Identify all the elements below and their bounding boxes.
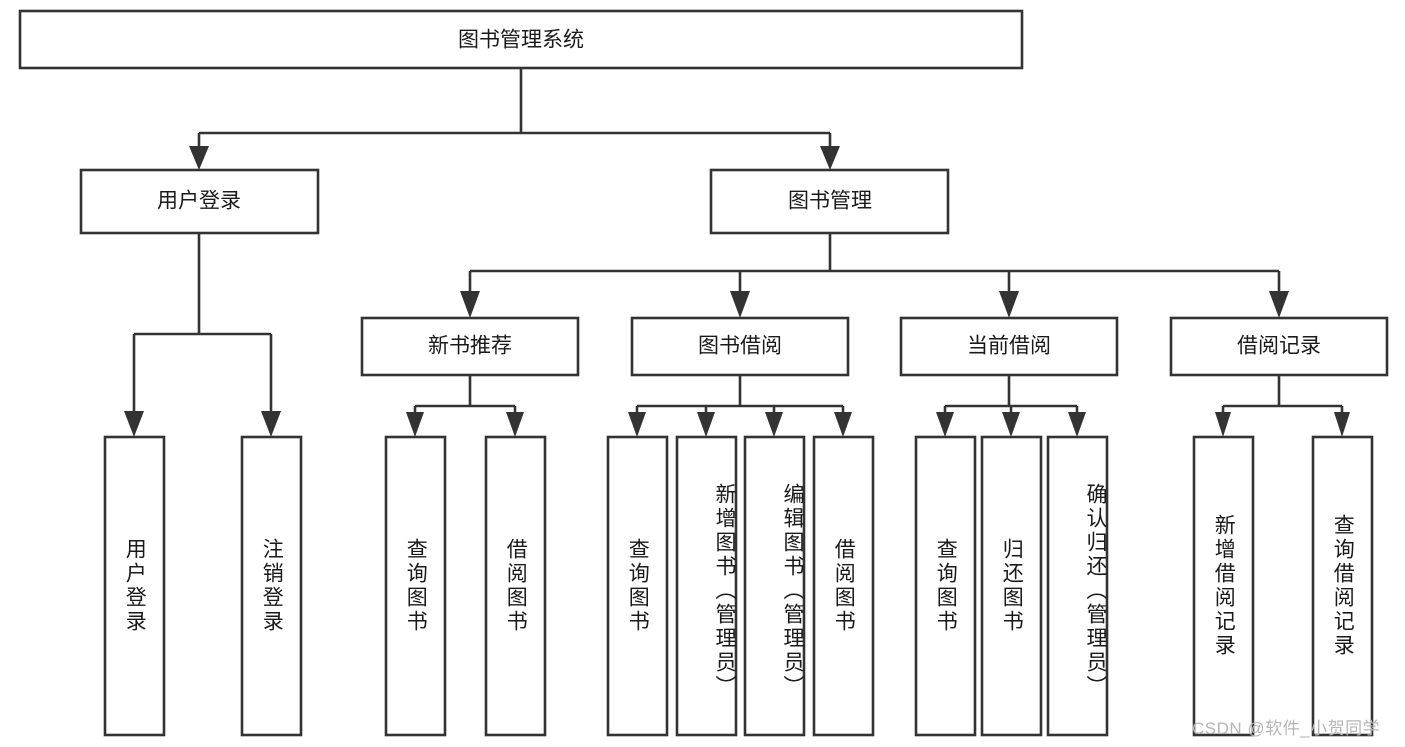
arrow-head-leaf-cb-1 [936,412,954,437]
node-book-borrow-box[interactable] [630,316,850,377]
arrow-head-leaf-br-1 [1215,412,1231,437]
node-root[interactable]: 图书管理系统 [18,9,1024,70]
node-root-label: 图书管理系统 [458,29,584,52]
node-new-book-recommend-label: 新书推荐 [428,335,512,358]
node-current-borrow-box[interactable] [899,316,1119,377]
connector-group-new-book-recommend [406,375,524,437]
arrow-head-leaf-user-login-1 [124,411,144,437]
node-user-login-box[interactable] [79,168,320,235]
node-book-mgmt[interactable]: 图书管理 [709,168,950,235]
connector-group-root [189,68,840,170]
arrow-head-leaf-cb-3 [1068,412,1086,437]
node-current-borrow-label: 当前借阅 [967,335,1051,358]
leaf-box-user-login-2[interactable] [240,435,303,737]
arrow-head-leaf-bb-4 [834,412,852,437]
node-borrow-record[interactable]: 借阅记录 [1169,316,1389,377]
arrow-head-leaf-br-2 [1334,412,1350,437]
node-book-mgmt-label: 图书管理 [788,190,872,213]
node-new-book-recommend-box[interactable] [360,316,580,377]
leaf-box-nbr-2[interactable] [484,435,547,737]
arrow-head-leaf-bb-2 [697,412,715,437]
leaf-box-nbr-1[interactable] [384,435,447,737]
leaf-box-bb-2[interactable] [675,435,738,737]
node-book-borrow-label: 图书借阅 [698,335,782,358]
connector-group-current-borrow [936,375,1086,437]
arrow-head-leaf-cb-2 [1002,412,1020,437]
node-book-mgmt-box[interactable] [709,168,950,235]
node-borrow-record-box[interactable] [1169,316,1389,377]
arrow-head-book-borrow [730,291,750,318]
connector-group-book-borrow [628,375,852,437]
node-user-login-label: 用户登录 [157,190,241,213]
leaf-box-bb-3[interactable] [743,435,806,737]
connector-group-user-login [124,233,281,437]
arrow-head-borrow-record [1269,291,1289,318]
arrow-head-user-login [189,146,209,170]
node-new-book-recommend[interactable]: 新书推荐 [360,316,580,377]
arrow-head-leaf-bb-3 [765,412,783,437]
leaf-box-br-1[interactable] [1192,435,1255,737]
arrow-head-leaf-bb-1 [628,412,646,437]
node-current-borrow[interactable]: 当前借阅 [899,316,1119,377]
arrow-head-current-borrow [999,291,1019,318]
node-book-borrow[interactable]: 图书借阅 [630,316,850,377]
watermark-text: CSDN @软件_小贺同学 [1192,719,1381,738]
leaf-box-user-login-1[interactable] [103,435,166,737]
leaf-box-bb-1[interactable] [606,435,669,737]
arrow-head-new-book-recommend [460,291,480,318]
connector-group-book-mgmt [460,233,1289,318]
leaf-box-br-2[interactable] [1311,435,1374,737]
arrow-head-leaf-nbr-2 [506,412,524,437]
arrow-head-leaf-nbr-1 [406,412,424,437]
leaf-box-bb-4[interactable] [812,435,875,737]
node-borrow-record-label: 借阅记录 [1237,335,1321,358]
leaf-box-cb-2[interactable] [980,435,1043,737]
node-user-login[interactable]: 用户登录 [79,168,320,235]
leaf-box-cb-3[interactable] [1046,435,1109,737]
connector-group-borrow-record [1215,375,1350,437]
node-root-box[interactable] [18,9,1024,70]
arrow-head-book-mgmt [820,146,840,170]
arrow-head-leaf-user-login-2 [261,411,281,437]
leaf-box-cb-1[interactable] [914,435,977,737]
